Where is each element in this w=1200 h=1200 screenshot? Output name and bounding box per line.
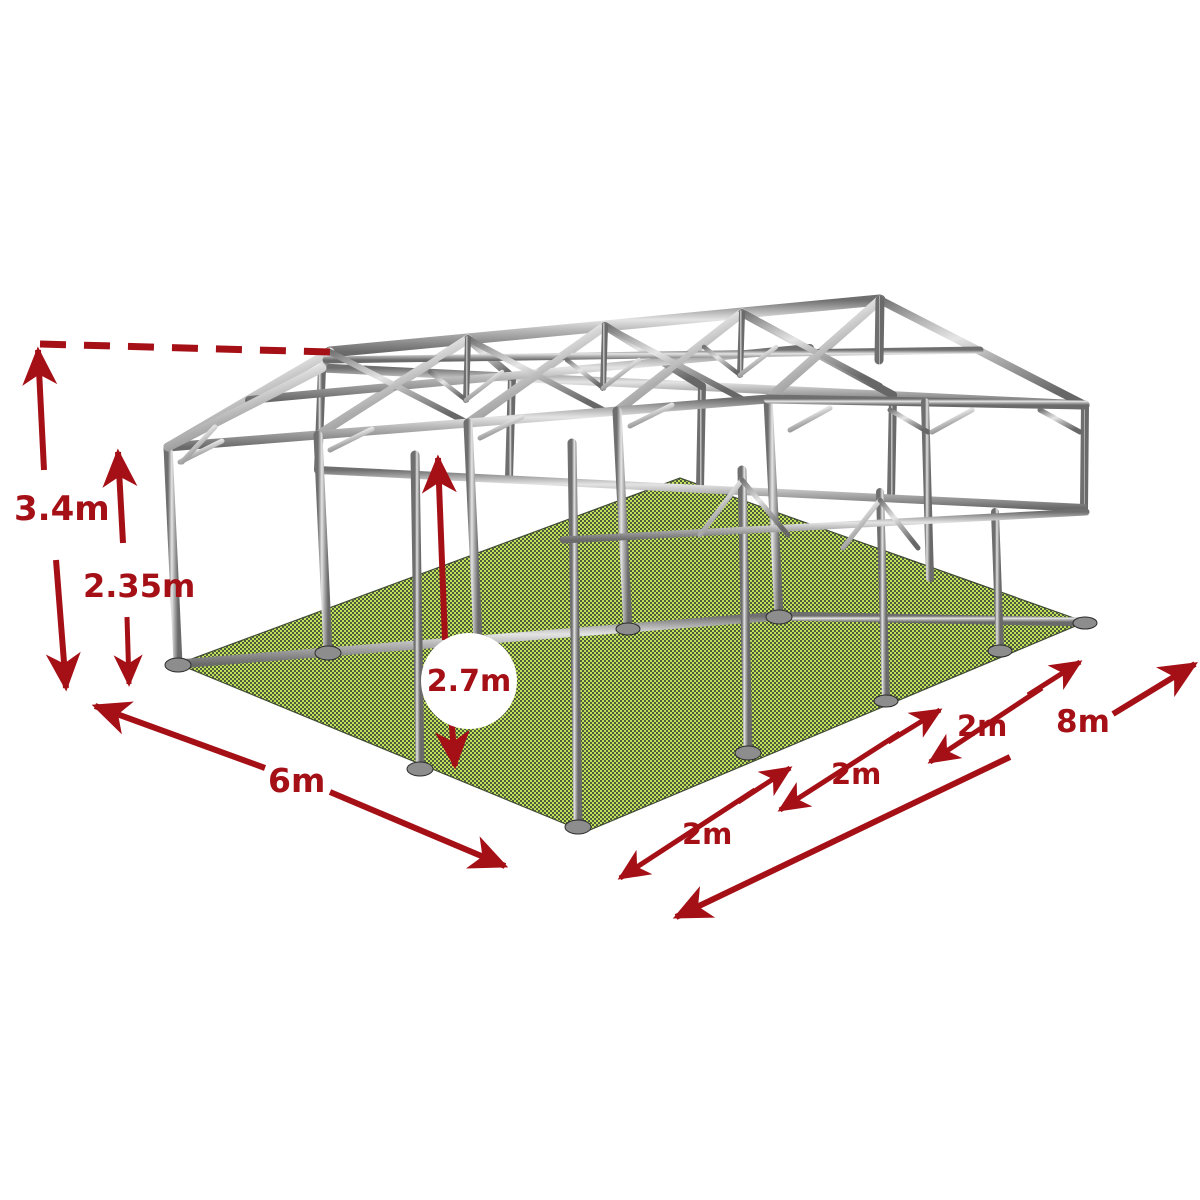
roof-cross-bracing	[315, 297, 883, 438]
bay-1-arrow-left	[617, 787, 757, 881]
frame-right-side-wall	[763, 394, 1090, 627]
eave-height-label: 2.35m	[83, 567, 196, 605]
bay-3-arrow-left	[927, 685, 1044, 765]
bay-2-arrow-right	[886, 707, 943, 745]
ridge-height-label: 3.4m	[14, 489, 110, 529]
interior-posts	[410, 438, 1090, 831]
clearance-height-arrow-up	[421, 454, 457, 641]
dimension-annotations	[22, 340, 1198, 920]
clearance-height-badge: 2.7m	[421, 633, 517, 729]
right-end-posts	[874, 295, 885, 365]
ridge-height-arrow-up	[22, 346, 58, 471]
bay-1-label: 2m	[682, 817, 733, 851]
length-arrow-right	[1111, 661, 1198, 717]
frame-left-gable	[163, 363, 327, 465]
bay-2-arrow-left	[777, 730, 902, 813]
frame-near-side	[163, 394, 784, 669]
bay-2-label: 2m	[831, 757, 882, 791]
length-arrow-left	[672, 754, 1012, 920]
king-posts	[463, 310, 745, 403]
ridge-leader-dashed	[39, 340, 331, 356]
bay-3-arrow-right	[1026, 659, 1083, 698]
eave-height-arrow-down	[113, 616, 143, 687]
width-arrow-left	[91, 701, 267, 771]
clearance-height-label: 2.7m	[426, 663, 512, 699]
truss-webs	[427, 344, 779, 403]
ridge-height-arrow-down	[45, 559, 81, 692]
bay-1-arrow-right	[736, 765, 793, 805]
width-arrow-right	[328, 789, 509, 869]
near-legs	[163, 394, 784, 669]
width-label: 6m	[268, 761, 326, 800]
bay-3-label: 2m	[957, 709, 1008, 743]
length-label: 8m	[1056, 704, 1110, 740]
eave-height-arrow-up	[102, 448, 138, 544]
